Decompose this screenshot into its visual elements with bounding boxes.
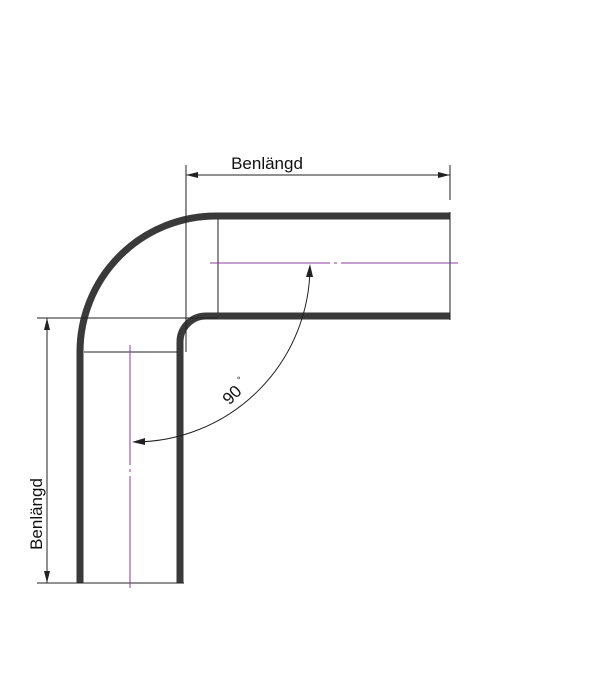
top-arrow-right	[438, 172, 450, 178]
pipe-outer-wall	[76, 212, 450, 583]
left-dimension	[37, 317, 218, 584]
pipe-inner-wall	[176, 312, 450, 583]
top-dimension	[185, 165, 451, 352]
angle-label: 90 °	[219, 374, 246, 409]
angle-arc	[133, 265, 311, 443]
top-dimension-label: Benlängd	[231, 154, 303, 173]
left-dimension-label: Benlängd	[27, 478, 46, 550]
pipe-body	[76, 212, 450, 583]
tangent-lines	[76, 212, 451, 584]
top-arrow-left	[186, 172, 198, 178]
angle-degree-symbol: °	[235, 374, 245, 384]
left-arrow-top	[44, 318, 50, 330]
angle-dimension	[132, 264, 313, 445]
center-lines	[129, 262, 458, 588]
angle-arrow-left	[132, 438, 145, 445]
angle-value-text: 90	[219, 382, 246, 409]
left-arrow-bottom	[44, 571, 50, 583]
angle-arrow-top	[306, 264, 313, 277]
